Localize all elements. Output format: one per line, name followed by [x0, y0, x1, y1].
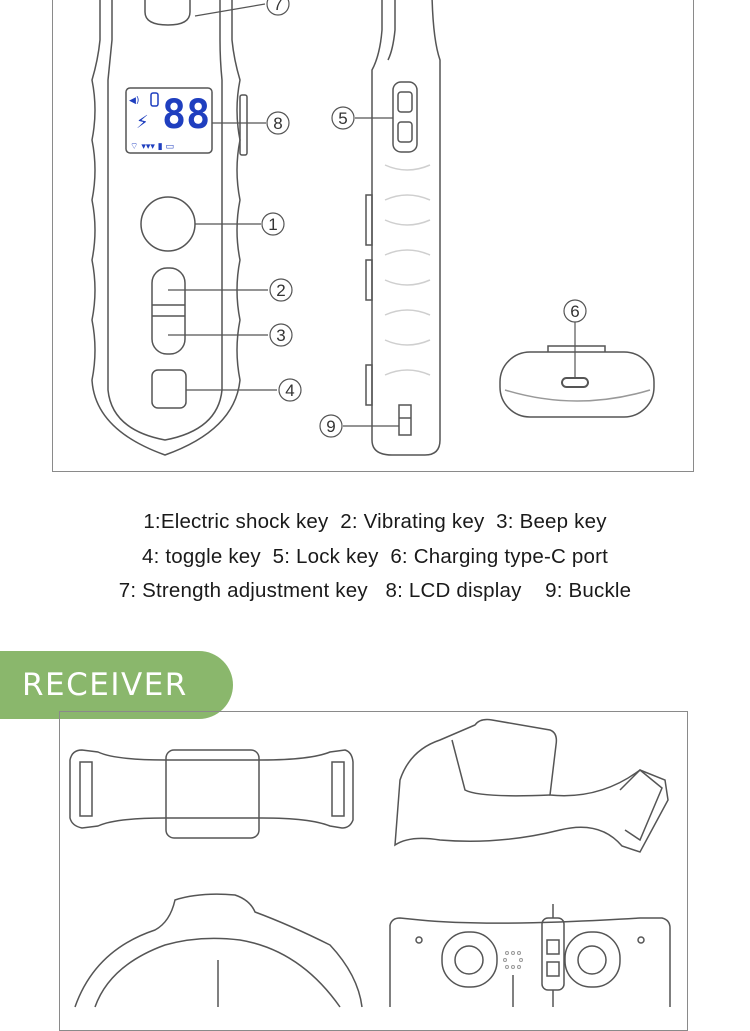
- callout-5: 5: [331, 106, 355, 130]
- svg-text:2: 2: [276, 281, 285, 300]
- receiver-angled-view: [394, 718, 669, 853]
- receiver-banner: RECEIVER: [0, 651, 233, 719]
- lcd-content: ◀) ⚡ 88 ⌔ ▾▾▾ ▮ ▭: [129, 92, 210, 152]
- transmitter-diagram: ◀) ⚡ 88 ⌔ ▾▾▾ ▮ ▭: [91, 0, 655, 456]
- svg-text:6: 6: [570, 302, 579, 321]
- receiver-bottom-view: [389, 904, 671, 1007]
- receiver-box: [165, 749, 260, 839]
- speaker-icon: ◀): [129, 96, 139, 106]
- callout-2: 2: [269, 278, 293, 302]
- svg-text:4: 4: [285, 381, 294, 400]
- vibrate-icon: [150, 92, 159, 107]
- toggle-key: [151, 369, 187, 409]
- svg-text:5: 5: [338, 109, 347, 128]
- receiver-title: RECEIVER: [22, 667, 188, 703]
- legend-line-2: 4: toggle key 5: Lock key 6: Charging ty…: [142, 545, 608, 568]
- side-groove: [365, 194, 373, 246]
- svg-text:3: 3: [276, 326, 285, 345]
- callout-7: 7: [266, 0, 290, 16]
- legend-line-3: 7: Strength adjustment key 8: LCD displa…: [118, 579, 632, 602]
- callout-8: 8: [266, 111, 290, 135]
- callout-6: 6: [563, 299, 587, 323]
- callout-4: 4: [278, 378, 302, 402]
- callout-markers: 7 8 1 2 3 4 5 6: [261, 0, 587, 438]
- lightning-icon: ⚡: [136, 112, 149, 133]
- legend-line-1: 1:Electric shock key 2: Vibrating key 3:…: [143, 510, 607, 533]
- callout-3: 3: [269, 323, 293, 347]
- callout-9: 9: [319, 414, 343, 438]
- remote-front-view: [91, 0, 248, 456]
- svg-text:9: 9: [326, 417, 335, 436]
- lock-key: [392, 81, 418, 153]
- leader-lines: [168, 3, 576, 427]
- svg-text:1: 1: [268, 215, 277, 234]
- lcd-digits: 88: [162, 92, 210, 138]
- transmitter-diagram-frame: [52, 0, 694, 472]
- buckle: [398, 404, 412, 436]
- svg-text:8: 8: [273, 114, 282, 133]
- receiver-front-view: [69, 749, 354, 839]
- vibrate-beep-keys: [151, 267, 186, 355]
- remote-side-view: [365, 0, 441, 456]
- lcd-screen: [125, 87, 213, 154]
- svg-text:7: 7: [273, 0, 282, 14]
- lcd-status-icons: ⌔ ▾▾▾ ▮ ▭: [130, 142, 174, 152]
- receiver-diagram: [69, 718, 671, 1008]
- remote-bottom-view: [499, 345, 655, 418]
- strength-wheel: [239, 94, 248, 156]
- receiver-top-view: [74, 893, 363, 1008]
- callout-1: 1: [261, 212, 285, 236]
